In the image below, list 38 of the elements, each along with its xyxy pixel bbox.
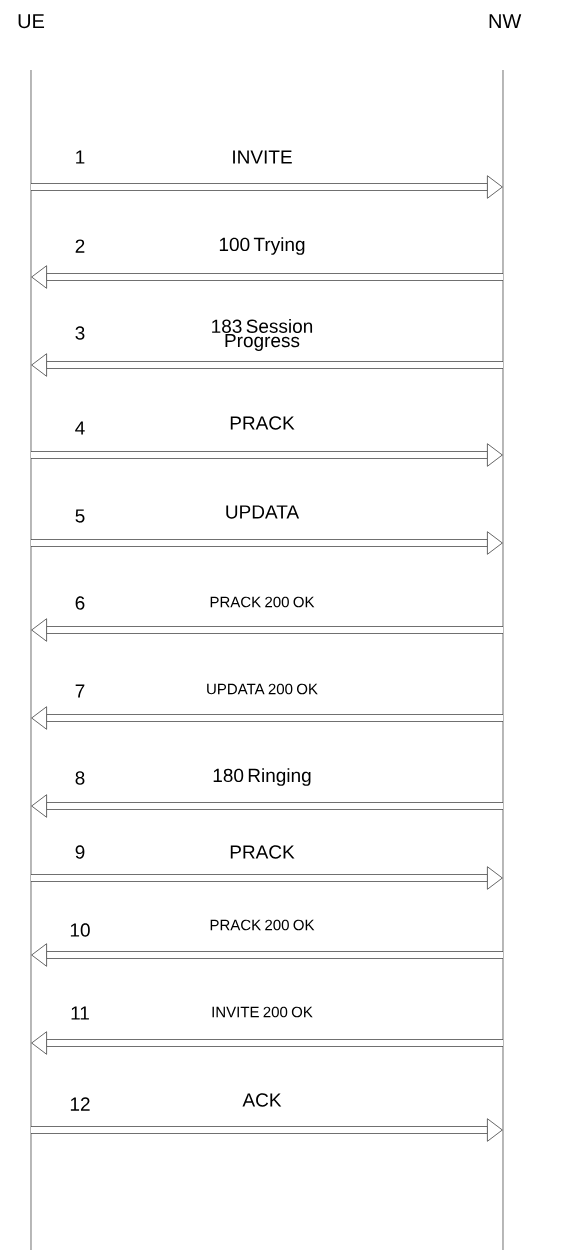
message-arrow — [31, 1118, 503, 1142]
step-number: 9 — [75, 845, 85, 859]
message-arrow — [31, 794, 503, 818]
participant-lifeline: NW — [489, 14, 522, 1251]
participant-lifeline: UE — [18, 14, 45, 1251]
message-label: PRACK 200 OK — [210, 596, 315, 608]
step-number: 4 — [75, 421, 85, 435]
step-number: 3 — [75, 326, 85, 340]
message-arrow — [31, 706, 503, 730]
message-label: UPDATA 200 OK — [207, 683, 318, 695]
step-number: 2 — [75, 239, 85, 253]
message-arrow — [31, 265, 503, 289]
step-number: 11 — [71, 1006, 89, 1020]
step-number: 6 — [75, 596, 85, 610]
message-label: PRACK 200 OK — [210, 919, 315, 931]
message-label: 183 Session Progress — [212, 319, 313, 351]
message-label: INVITE — [233, 150, 292, 164]
message-label: PRACK — [230, 416, 295, 430]
message-label: ACK — [242, 1093, 282, 1107]
message-arrow — [31, 175, 503, 199]
message-arrow — [31, 531, 503, 555]
message-arrow — [31, 353, 503, 377]
step-number: 5 — [75, 509, 85, 523]
message-arrow — [31, 1031, 503, 1055]
step-number: 12 — [70, 1097, 90, 1111]
message-arrow — [31, 443, 503, 467]
message-arrow — [31, 866, 503, 890]
message-arrow — [31, 943, 503, 967]
message-label: UPDATA — [226, 505, 300, 519]
step-number: 10 — [70, 923, 90, 937]
message-label: 180 Ringing — [213, 768, 311, 786]
message-label: 100 Trying — [219, 237, 305, 255]
message-label: INVITE 200 OK — [212, 1006, 313, 1018]
step-number: 1 — [76, 150, 85, 164]
message-arrow — [31, 618, 503, 642]
step-number: 8 — [75, 771, 85, 785]
step-number: 7 — [75, 684, 85, 698]
message-label: PRACK — [230, 845, 295, 859]
